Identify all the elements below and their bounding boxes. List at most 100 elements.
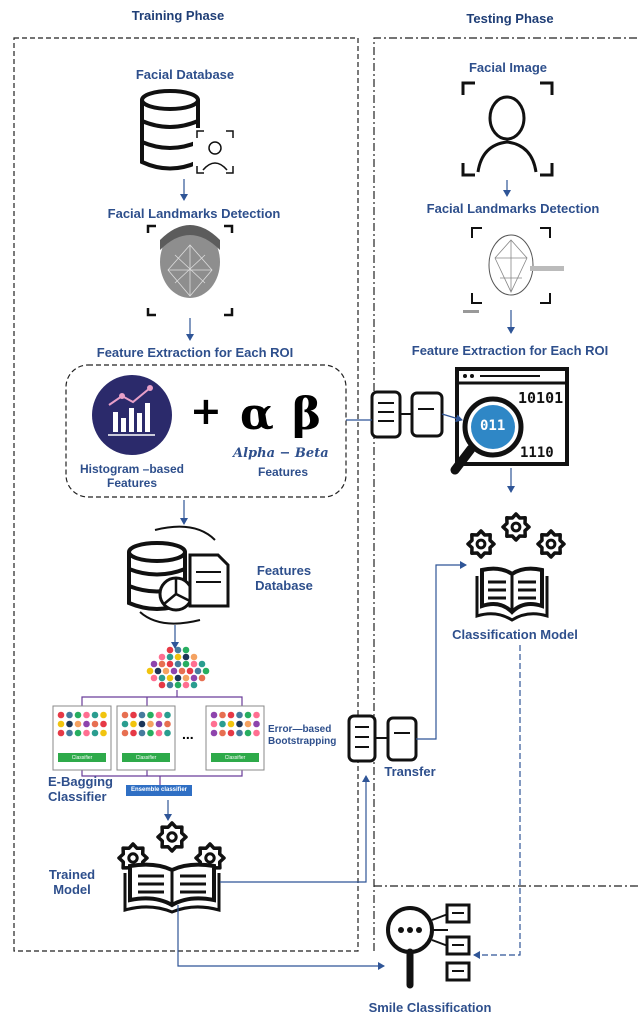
classifier-dot [164, 711, 171, 719]
cluster-dot [166, 646, 174, 654]
classifier-dot [253, 729, 260, 737]
classifier-dot [121, 711, 129, 719]
binary-text-2: 011 [480, 418, 506, 434]
classifier-dot [219, 729, 226, 737]
cluster-dot [174, 674, 182, 682]
cluster-dot [150, 674, 158, 682]
classifier-dot [164, 729, 171, 737]
cluster-dot [202, 667, 210, 675]
classifier-dot [227, 729, 235, 737]
cluster-dot [150, 660, 158, 668]
classifier-dot [253, 711, 260, 719]
classifier-bar-1 [58, 753, 106, 762]
testing-phase-title: Testing Phase [466, 11, 554, 26]
classifier-dot [57, 729, 65, 737]
classifier-dot [253, 720, 260, 728]
cluster-dot [166, 660, 174, 668]
training-phase-box [13, 37, 359, 952]
face-sketch-icon [463, 227, 564, 313]
cluster-dot [158, 681, 166, 689]
trained-model-label: Trained Model [48, 867, 96, 897]
classifier-dot [83, 711, 90, 719]
classifier-dot [91, 729, 99, 737]
cluster-dot [178, 667, 186, 675]
classifier-dot [219, 720, 226, 728]
cluster-dot [174, 646, 182, 654]
classifier-dot [138, 729, 146, 737]
features-database-icon [127, 525, 230, 625]
cluster-dot [174, 681, 182, 689]
testing-phase-box [373, 37, 639, 951]
feature-group-box [65, 364, 347, 498]
classifier-dot [100, 729, 107, 737]
facial-database-label: Facial Database [135, 67, 235, 82]
binary-text-1: 10101 [518, 389, 564, 407]
cluster-dot [198, 660, 206, 668]
cluster-dot [170, 667, 178, 675]
flow-arrows [164, 179, 521, 970]
transfer-icon-top [370, 390, 444, 439]
classifier-dot [219, 711, 226, 719]
cluster-dot [166, 681, 174, 689]
ebagging-label: E-Bagging Classifier [48, 774, 113, 804]
cluster-dot [174, 660, 182, 668]
histogram-chart-icon [92, 375, 172, 455]
classifier-dot [121, 720, 129, 728]
cluster-dot [182, 646, 190, 654]
classifier-dot [147, 720, 154, 728]
gear [501, 512, 531, 542]
cluster-dot [182, 681, 190, 689]
classifier-dot [100, 720, 107, 728]
classifier-dot [57, 720, 65, 728]
classifier-dot [91, 720, 99, 728]
gear-hub [545, 538, 557, 550]
cluster-dot [190, 653, 198, 661]
error-bootstrapping-label: Error—based Bootstrapping [268, 724, 337, 747]
classifier-dot [164, 720, 171, 728]
ensemble-classifier-bar [126, 785, 192, 796]
classification-model-label: Classification Model [452, 627, 578, 642]
classifier-dot [138, 711, 146, 719]
transfer-icon-bottom [347, 714, 418, 763]
testing-landmarks-label: Facial Landmarks Detection [426, 201, 600, 216]
cluster-dot [154, 667, 162, 675]
data-points-cluster [146, 646, 210, 689]
classifier-dot [244, 720, 252, 728]
classifier-dot [130, 711, 137, 719]
cluster-dot [186, 667, 194, 675]
classifier-dot [236, 711, 243, 719]
gear-hub [127, 852, 139, 864]
database-icon [140, 89, 234, 178]
classifier-dot [147, 729, 154, 737]
classification-model-book-icon [475, 566, 549, 622]
classifier-1-label: Classifier [71, 755, 93, 761]
facial-image-icon [461, 81, 554, 177]
gear-hub [204, 852, 216, 864]
cluster-dot [182, 653, 190, 661]
classifier-dot [244, 711, 252, 719]
classifier-dot [155, 720, 163, 728]
facial-image-label: Facial Image [468, 60, 548, 75]
classifier-dot [83, 729, 90, 737]
classifier-dot [83, 720, 90, 728]
histogram-features-label: Histogram –based Features [79, 462, 185, 490]
transfer-label: Transfer [384, 764, 436, 779]
alpha-beta-label: Alpha − Beta [233, 446, 329, 461]
features-database-label: Features Database [255, 563, 313, 593]
cluster-dot [162, 667, 170, 675]
gear [536, 529, 566, 559]
cluster-dot [146, 667, 154, 675]
classifier-2-label: Classifier [135, 755, 157, 761]
classifier-dot [74, 711, 82, 719]
cluster-dot [182, 660, 190, 668]
plus-sign: + [190, 389, 222, 433]
smile-classification-icon [386, 903, 471, 989]
classifier-dot [130, 729, 137, 737]
classifier-dot [210, 720, 218, 728]
classifier-dot [74, 720, 82, 728]
classifier-bar-3 [211, 753, 259, 762]
smile-classification-label: Smile Classification [368, 1000, 492, 1015]
classifier-dot [66, 711, 73, 719]
